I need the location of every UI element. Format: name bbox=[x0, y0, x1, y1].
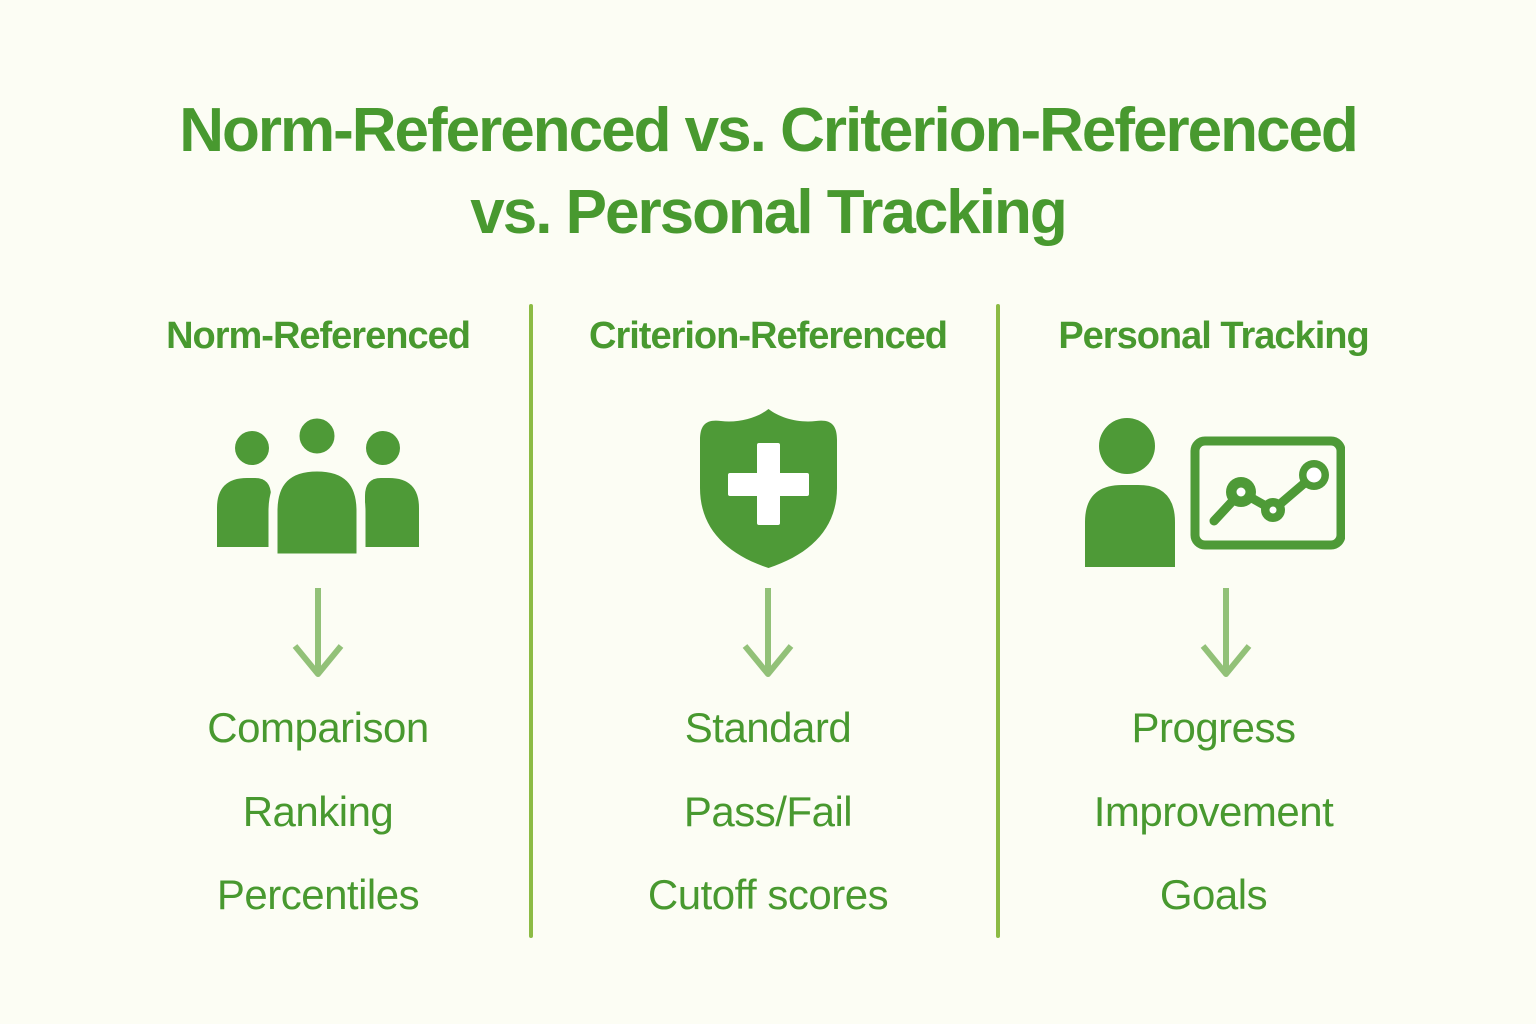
list-item: Improvement bbox=[1093, 788, 1334, 835]
chart-board bbox=[1190, 436, 1345, 550]
column-divider-2 bbox=[996, 304, 1000, 938]
list-item: Pass/Fail bbox=[683, 788, 853, 835]
right-person-head bbox=[366, 431, 400, 465]
column-criterion-referenced: Criterion-Referenced Standard Pass/Fail … bbox=[537, 300, 999, 940]
column-title: Personal Tracking bbox=[1058, 315, 1369, 357]
center-person-body bbox=[268, 462, 366, 558]
column-norm-referenced: Norm-Referenced Comparison Ranking Per bbox=[52, 300, 584, 940]
down-arrow-icon-svg bbox=[292, 588, 344, 677]
page-title: Norm-Referenced vs. Criterion-Referenced… bbox=[0, 90, 1536, 254]
center-person-head bbox=[290, 413, 344, 463]
list-item: Goals bbox=[1159, 871, 1268, 918]
group-of-people-icon-svg bbox=[217, 413, 419, 558]
person-head bbox=[1098, 418, 1155, 474]
column-divider-1 bbox=[529, 304, 533, 938]
list-item: Ranking bbox=[242, 788, 394, 835]
group-of-people-icon bbox=[52, 413, 584, 558]
shield-with-cross-icon bbox=[537, 405, 999, 573]
list-item: Comparison bbox=[207, 704, 429, 751]
list-item: Standard bbox=[684, 704, 852, 751]
list-item: Progress bbox=[1131, 704, 1296, 751]
down-arrow-icon-svg bbox=[1200, 588, 1251, 677]
person-body bbox=[1084, 485, 1175, 567]
left-person-head bbox=[235, 431, 269, 465]
column-title: Criterion-Referenced bbox=[589, 315, 948, 357]
column-personal-tracking: Personal Tracking bbox=[1000, 300, 1427, 940]
down-arrow-icon bbox=[537, 586, 999, 678]
shield-with-cross-icon-svg bbox=[699, 409, 837, 568]
left-person-body bbox=[217, 478, 271, 547]
cross-plus bbox=[727, 443, 809, 525]
down-arrow-icon bbox=[1012, 586, 1439, 678]
down-arrow-icon bbox=[52, 586, 584, 678]
right-person-body bbox=[365, 478, 419, 547]
page-title-line-2: vs. Personal Tracking bbox=[470, 178, 1068, 247]
chart-points bbox=[1225, 460, 1329, 522]
down-arrow-icon-svg bbox=[742, 588, 794, 677]
chart-line bbox=[1209, 470, 1318, 526]
list-item: Cutoff scores bbox=[647, 871, 889, 918]
column-title: Norm-Referenced bbox=[166, 315, 471, 357]
person-with-chart-icon-svg bbox=[1084, 418, 1345, 567]
page-title-line-1: Norm-Referenced vs. Criterion-Referenced bbox=[179, 96, 1359, 165]
person-with-chart-icon bbox=[1000, 415, 1427, 567]
list-item: Percentiles bbox=[216, 871, 420, 918]
